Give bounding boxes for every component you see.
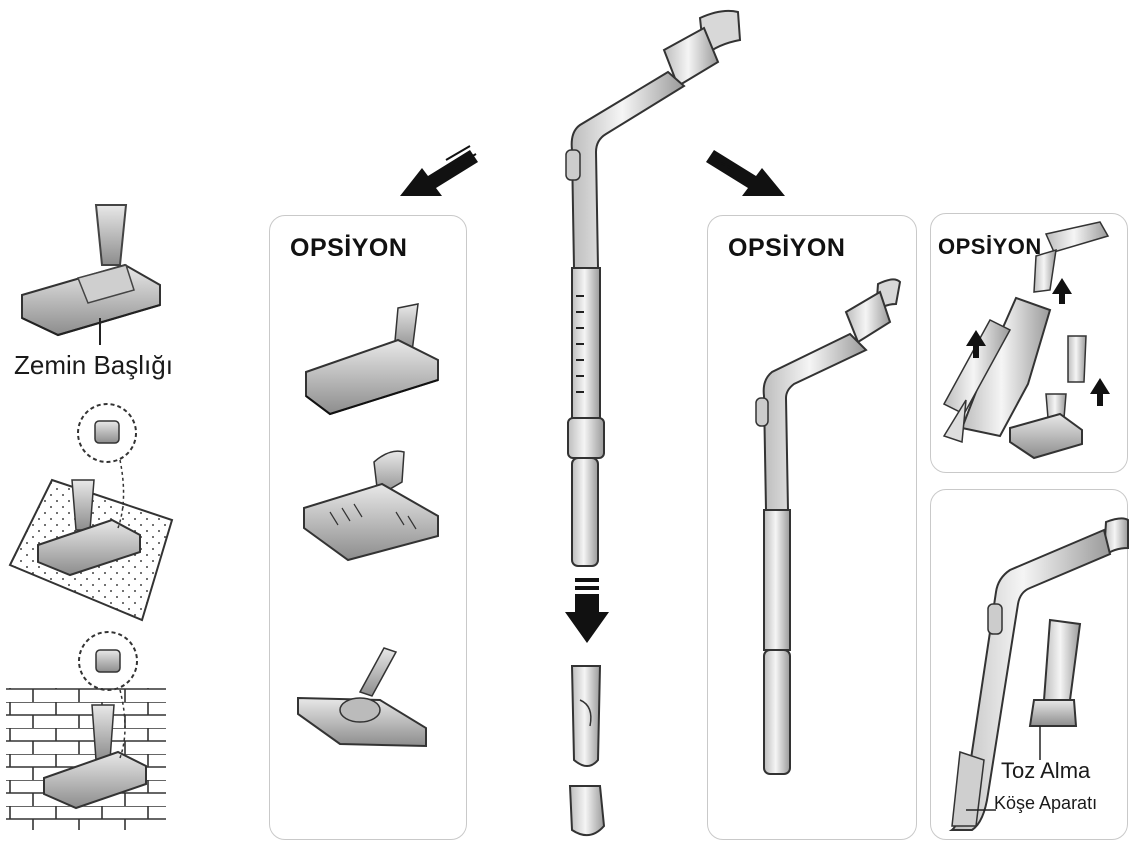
vacuum-wand-illustration <box>565 9 742 567</box>
extension-wand-illustration <box>755 278 902 775</box>
carpet-mode-illustration <box>8 403 174 622</box>
floor-head-illustration <box>21 204 161 345</box>
arrow-icon-left <box>400 145 478 196</box>
dust-brush-illustration <box>948 517 1129 831</box>
wall-mode-illustration <box>6 631 166 830</box>
option-title-right: OPSİYON <box>728 234 846 262</box>
crevice-tool-illustration <box>568 665 606 837</box>
option-title-top-right: OPSİYON <box>938 234 1042 259</box>
dust-brush-label: Toz Alma <box>1001 758 1091 783</box>
turbo-floor-head-illustration <box>297 647 427 748</box>
parquet-head-illustration <box>305 303 439 416</box>
option-title-left: OPSİYON <box>290 234 408 262</box>
arrow-icon-down <box>565 578 609 643</box>
hard-floor-head-illustration <box>303 450 439 562</box>
floor-head-label: Zemin Başlığı <box>14 350 173 380</box>
handheld-assembly-illustration <box>942 221 1110 460</box>
arrow-icon-right <box>706 150 785 196</box>
crevice-tool-label: Köşe Aparatı <box>994 793 1098 813</box>
